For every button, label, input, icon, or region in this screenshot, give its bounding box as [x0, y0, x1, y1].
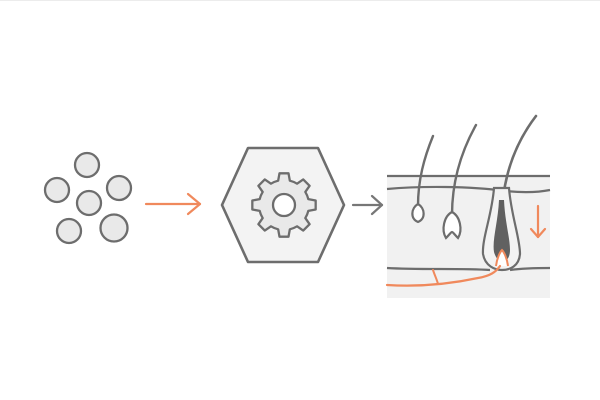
thin-hair — [450, 123, 478, 217]
dermal-papilla — [495, 248, 509, 267]
skin-layer — [387, 176, 550, 298]
small-hair-bulb — [411, 202, 425, 224]
small-hair-bulb — [442, 210, 462, 240]
orange-down-arrow — [529, 204, 547, 239]
hair-follicle-core — [493, 200, 510, 262]
blood-vessel-branch — [432, 269, 439, 285]
skin-hair-follicle-icon — [385, 114, 551, 298]
arrow-head — [186, 192, 202, 216]
arrow-head — [370, 194, 384, 216]
dermis-line-right — [509, 266, 551, 272]
cell-cluster-icon — [43, 151, 133, 245]
gear-center-hole — [271, 192, 297, 218]
gray-right-arrow — [351, 194, 384, 216]
arrow-head — [529, 227, 547, 239]
orange-right-arrow — [144, 192, 202, 216]
cell — [73, 151, 101, 179]
cell — [43, 176, 71, 204]
cell — [99, 213, 129, 243]
gear-in-hexagon-icon — [220, 146, 346, 264]
dermis-line — [386, 266, 491, 272]
cell — [105, 174, 133, 202]
top-divider — [0, 0, 600, 1]
blood-vessel — [385, 264, 502, 287]
cell — [75, 189, 103, 217]
cell — [55, 217, 83, 245]
thin-hair — [416, 134, 435, 208]
